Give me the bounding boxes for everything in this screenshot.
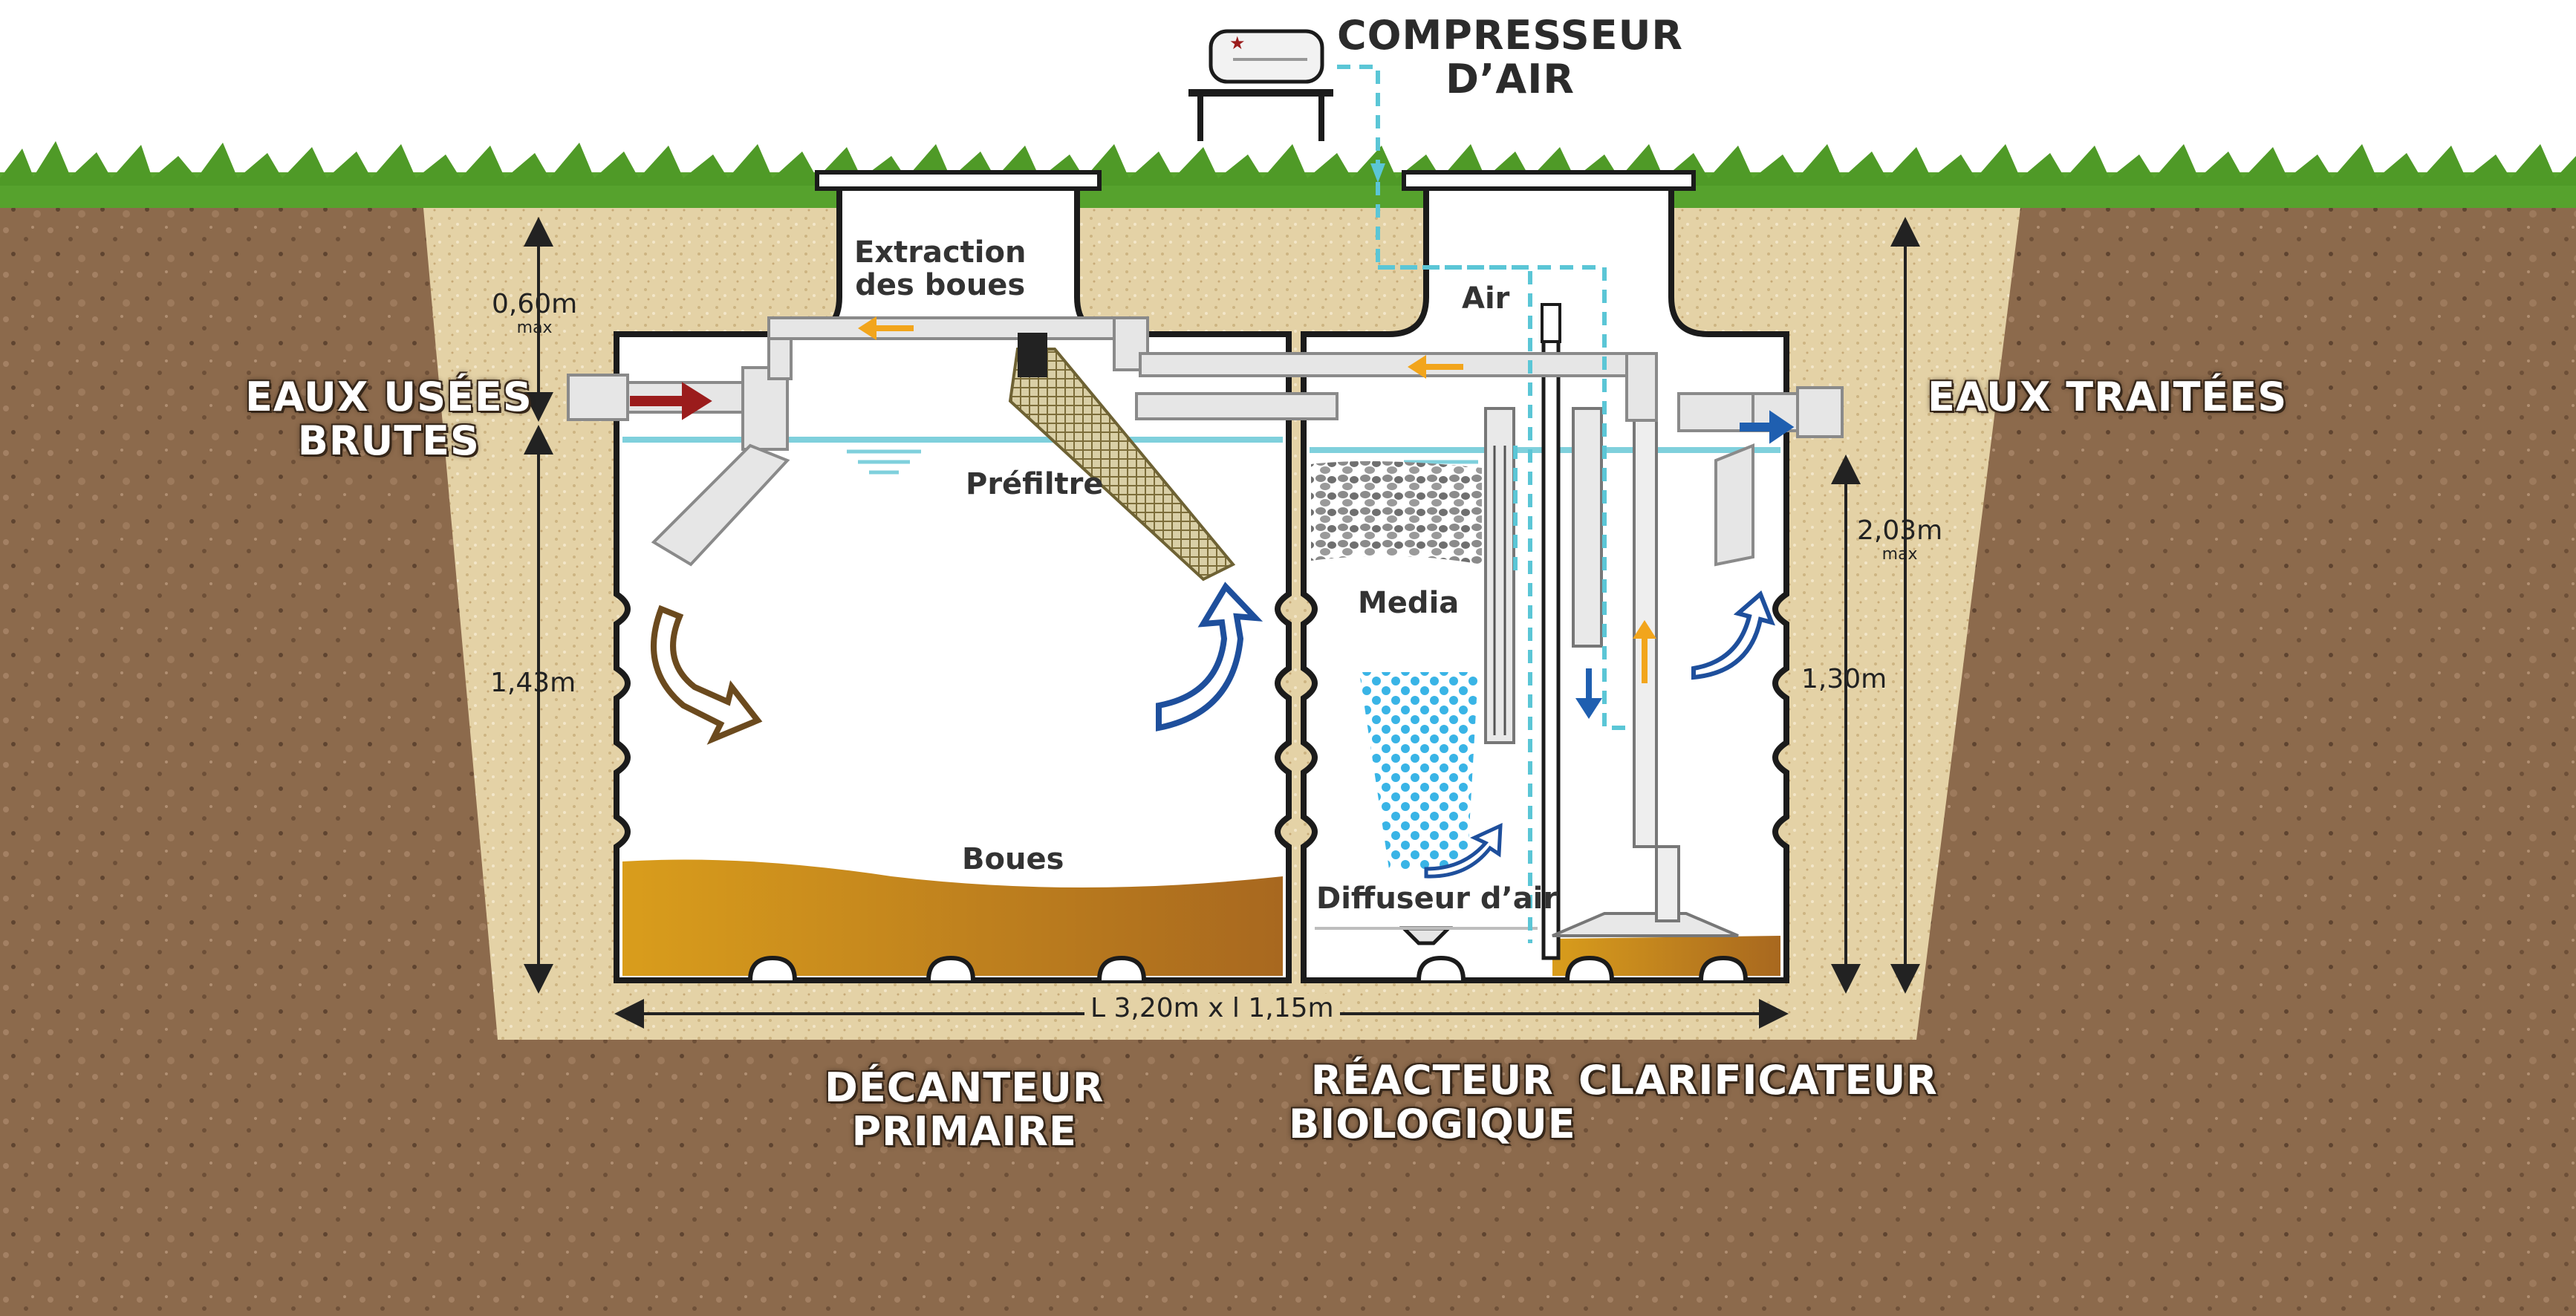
raw-water-label: EAUX USÉES BRUTES: [245, 375, 533, 463]
primary-settler-label: DÉCANTEUR PRIMAIRE: [824, 1066, 1104, 1154]
bio-reactor-label: RÉACTEUR BIOLOGIQUE: [1289, 1058, 1576, 1147]
primary-height-dimension: 1,43m: [490, 668, 576, 698]
top-depth-value: 0,60m: [492, 289, 578, 319]
air-bubbles: [1359, 672, 1478, 869]
flow-arrows: [630, 316, 1795, 879]
air-compressor: ★: [1188, 29, 1333, 141]
compressor-label-line2: D’AIR: [1445, 56, 1575, 103]
prefilter-label: Préfiltre: [966, 467, 1104, 501]
top-depth-note: max: [516, 318, 553, 337]
star-icon: ★: [1229, 33, 1246, 53]
air-lines: [1337, 65, 1634, 943]
outlet-arrow: [1740, 410, 1795, 444]
dimension-lines: [524, 217, 1920, 1029]
compressor-label: COMPRESSEUR D’AIR: [1337, 13, 1683, 102]
total-height-value: 2,03m: [1857, 515, 1943, 546]
media-label: Media: [1358, 586, 1460, 620]
settling-flow-icon: [651, 605, 763, 745]
grass: [0, 141, 2576, 208]
total-height-note: max: [1881, 544, 1918, 564]
top-depth-dimension: 0,60m max: [492, 290, 577, 337]
compressor-label-line1: COMPRESSEUR: [1337, 12, 1683, 59]
sludge-extraction-label: Extraction des boues: [854, 236, 1026, 302]
upflow-icon: [1156, 582, 1263, 732]
raw-water-label-line1: EAUX USÉES: [245, 374, 533, 420]
air-diffuser-label: Diffuseur d’air: [1316, 882, 1558, 916]
outlet-pipe: [1796, 386, 1844, 438]
footprint-dimension: L 3,20m x l 1,15m: [1084, 994, 1340, 1023]
raw-water-label-line2: BRUTES: [297, 417, 480, 465]
treated-water-label: EAUX TRAITÉES: [1928, 374, 2288, 420]
sludge-layer: [622, 859, 1283, 976]
media-bed: [1311, 461, 1482, 564]
inlet-pipe: [567, 374, 629, 421]
pipework: [567, 316, 1844, 582]
sludge-label: Boues: [962, 842, 1064, 876]
inlet-arrow: [630, 382, 712, 420]
bio-reactor-label-line2: BIOLOGIQUE: [1289, 1101, 1576, 1148]
air-label: Air: [1462, 281, 1510, 316]
primary-settler-label-line1: DÉCANTEUR: [824, 1064, 1105, 1111]
clarifier-height-dimension: 1,30m: [1801, 664, 1887, 694]
bio-reactor-label-line1: RÉACTEUR: [1310, 1057, 1554, 1104]
total-height-dimension: 2,03m max: [1857, 516, 1942, 564]
sludge-extraction-label-line2: des boues: [855, 268, 1026, 302]
primary-settler-label-line2: PRIMAIRE: [851, 1108, 1077, 1156]
sludge-extraction-label-line1: Extraction: [854, 235, 1027, 270]
reactor-clarifier-tank: [1301, 170, 1789, 983]
clarifier-label: CLARIFICATEUR: [1578, 1057, 1938, 1104]
